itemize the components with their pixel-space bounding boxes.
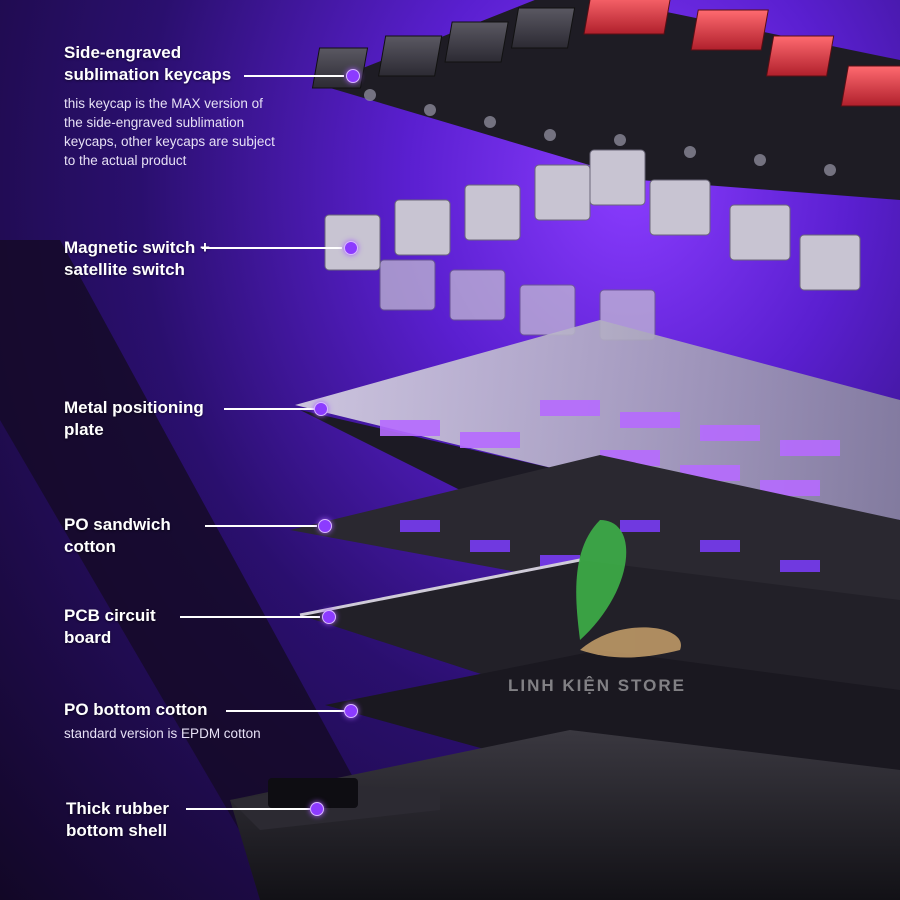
background-band [0, 240, 420, 900]
bottom-cotton-marker [344, 704, 358, 718]
bottom-shell-layer [230, 730, 900, 900]
leaf-logo-icon [576, 520, 681, 658]
bottom-cotton-note: standard version is EPDM cotton [64, 726, 261, 741]
switch-marker [344, 241, 358, 255]
bottom-cotton-label: PO bottom cotton [64, 700, 208, 719]
switch-label: Magnetic switch + satellite switch [64, 238, 210, 279]
bottom-cotton-layer [325, 650, 900, 780]
keycaps-note: this keycap is the MAX version of the si… [64, 96, 275, 168]
pcb-marker [322, 610, 336, 624]
plate-label: Metal positioning plate [64, 398, 204, 439]
switch-leader [202, 247, 342, 249]
sandwich-cotton-label: PO sandwich cotton [64, 515, 171, 556]
plate-leader [224, 408, 314, 410]
shell-leader [186, 808, 310, 810]
pcb-leader [180, 616, 320, 618]
keycaps-marker [346, 69, 360, 83]
keycaps-leader [244, 75, 344, 77]
sandwich-cotton-marker [318, 519, 332, 533]
bottom-cotton-leader [226, 710, 344, 712]
shell-marker [310, 802, 324, 816]
pcb-label: PCB circuit board [64, 606, 156, 647]
store-watermark: LINH KIỆN STORE [508, 676, 686, 695]
shell-label: Thick rubber bottom shell [66, 799, 169, 840]
plate-marker [314, 402, 328, 416]
sandwich-cotton-leader [205, 525, 317, 527]
keycaps-label: Side-engraved sublimation keycaps [64, 43, 232, 84]
